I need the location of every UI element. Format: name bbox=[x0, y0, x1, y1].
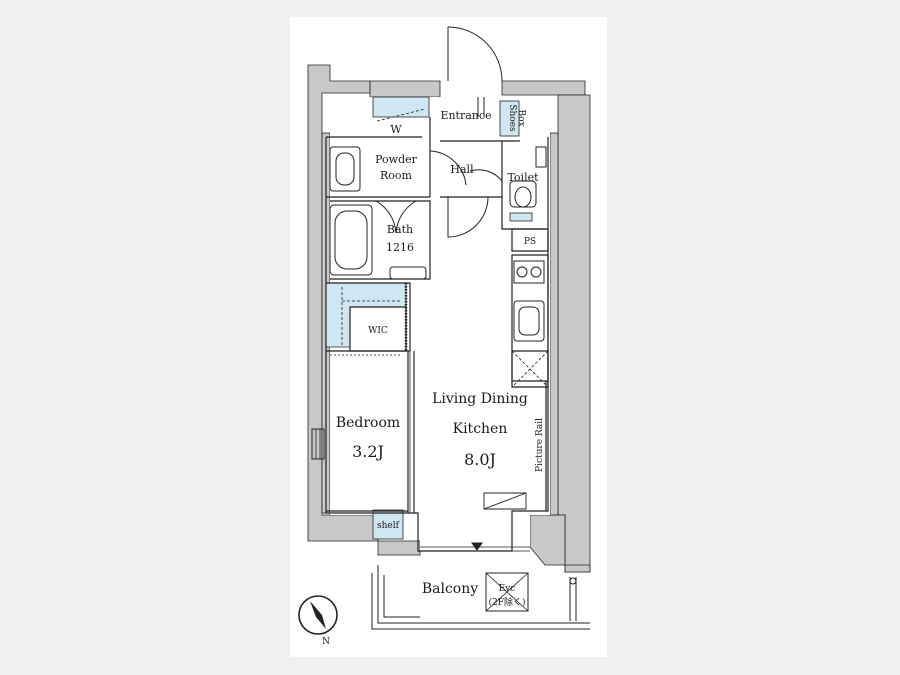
label-powder: Powder bbox=[375, 153, 418, 166]
balcony bbox=[371, 565, 590, 630]
label-wic: WIC bbox=[368, 326, 388, 336]
label-toilet: Toilet bbox=[507, 171, 539, 184]
fixtures bbox=[311, 146, 547, 551]
label-ldk-1: Living Dining bbox=[432, 391, 528, 407]
label-evac-1: Evc bbox=[499, 584, 516, 594]
label-shoes: Shoes bbox=[507, 104, 517, 132]
label-ldk-2: Kitchen bbox=[453, 421, 508, 437]
floor-plan-card: N Entrance Shoes Box W Powder Room Hall … bbox=[290, 17, 607, 657]
label-bedroom: Bedroom bbox=[336, 415, 400, 431]
room-labels: Entrance Shoes Box W Powder Room Hall To… bbox=[336, 104, 545, 608]
label-hall: Hall bbox=[450, 163, 474, 176]
label-evac-2: (2F除く) bbox=[489, 596, 526, 608]
label-ps: PS bbox=[524, 237, 536, 247]
partitions bbox=[325, 108, 549, 552]
label-ldk-size: 8.0J bbox=[464, 450, 496, 469]
label-bath-size: 1216 bbox=[386, 241, 414, 254]
floor-plan-drawing: N Entrance Shoes Box W Powder Room Hall … bbox=[298, 26, 591, 647]
label-washer: W bbox=[390, 123, 402, 136]
compass: N bbox=[298, 595, 338, 647]
interior-floor bbox=[330, 97, 550, 551]
label-bath: Bath bbox=[387, 223, 413, 236]
storage-areas bbox=[325, 96, 533, 540]
label-entrance: Entrance bbox=[440, 109, 491, 122]
label-box: Box bbox=[516, 109, 526, 126]
label-picture-rail: Picture Rail bbox=[535, 418, 545, 472]
compass-north-label: N bbox=[322, 637, 330, 647]
doors bbox=[375, 26, 503, 513]
label-bedroom-size: 3.2J bbox=[352, 442, 384, 461]
label-balcony: Balcony bbox=[422, 581, 478, 597]
label-room: Room bbox=[380, 169, 413, 182]
label-shelf: shelf bbox=[377, 521, 400, 531]
